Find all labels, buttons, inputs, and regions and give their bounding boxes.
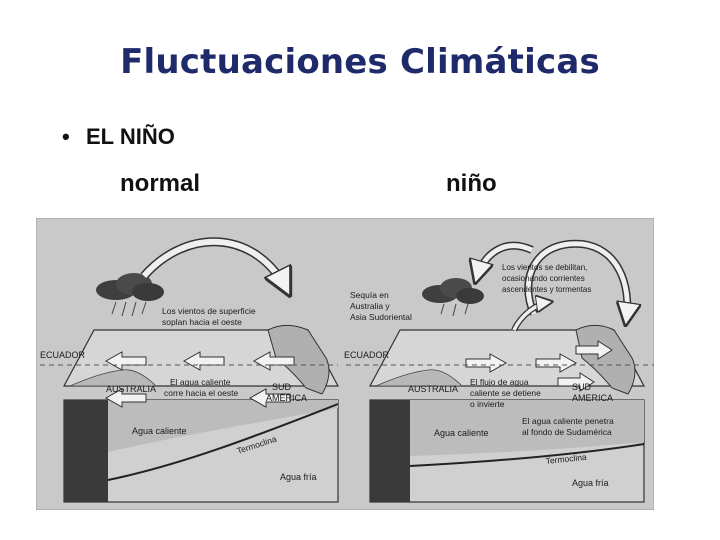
normal-america-label: AMERICA — [266, 393, 307, 403]
nino-penetrates-label-2: al fondo de Sudamérica — [522, 427, 612, 437]
normal-cloud-icon — [96, 273, 164, 317]
nino-flow-label-3: o invierte — [470, 399, 505, 409]
slide-title: Fluctuaciones Climáticas — [120, 42, 600, 82]
nino-drought-label-2: Australia y — [350, 301, 390, 311]
nino-cold-water-label: Agua fría — [572, 478, 609, 488]
nino-penetrates-label-1: El agua caliente penetra — [522, 416, 614, 426]
normal-winds-label-2: soplan hacia el oeste — [162, 317, 242, 327]
nino-australia-label: AUSTRALIA — [408, 384, 458, 394]
bullet-item: • EL NIÑO — [62, 124, 175, 150]
nino-winds-label-1: Los vientos se debilitan, — [502, 263, 587, 272]
normal-westward-arrows — [104, 351, 295, 408]
normal-sud-label: SUD — [272, 382, 292, 392]
normal-australia-label: AUSTRALIA — [106, 384, 156, 394]
nino-thermocline-label: Termoclina — [545, 452, 587, 466]
nino-drought-label-1: Sequía en — [350, 290, 389, 300]
normal-winds-label-1: Los vientos de superficie — [162, 306, 256, 316]
nino-sud-label: SUD — [572, 382, 592, 392]
nino-cloud-icon — [422, 278, 484, 317]
nino-drought-label-3: Asia Sudoriental — [350, 312, 412, 322]
nino-flow-label-1: El flujo de agua — [470, 377, 529, 387]
normal-cold-water-label: Agua fría — [280, 472, 317, 482]
nino-thermocline-line — [409, 443, 645, 467]
nino-winds-label-2: ocasionando corrientes — [502, 274, 585, 283]
normal-south-america-land — [267, 324, 330, 395]
bullet-dot-icon: • — [62, 124, 70, 149]
nino-eastward-arrows — [465, 340, 613, 392]
nino-west-block — [370, 400, 410, 502]
nino-warm-water-label: Agua caliente — [434, 428, 489, 438]
nino-america-label: AMERICA — [572, 393, 613, 403]
label-nino: niño — [446, 170, 497, 197]
normal-warmflow-label-1: El agua caliente — [170, 377, 231, 387]
panel-normal: ECUADOR AUSTRALIA SUD AMERICA Los viento… — [40, 237, 340, 503]
label-normal: normal — [120, 170, 201, 197]
nino-ecuador-label: ECUADOR — [344, 350, 390, 360]
nino-flow-label-2: caliente se detiene — [470, 388, 541, 398]
panel-nino: ECUADOR AUSTRALIA SUD AMERICA Sequía en … — [344, 239, 654, 503]
el-nino-figure: ECUADOR AUSTRALIA SUD AMERICA Los viento… — [36, 218, 654, 510]
normal-warmflow-label-2: corre hacia el oeste — [164, 388, 238, 398]
nino-south-america-land — [575, 324, 636, 395]
normal-west-block — [64, 400, 108, 502]
normal-ecuador-label: ECUADOR — [40, 350, 86, 360]
nino-winds-label-3: ascendentes y tormentas — [502, 285, 591, 294]
normal-thermocline-line — [107, 403, 339, 481]
bullet-text: EL NIÑO — [86, 124, 175, 149]
normal-warm-water-label: Agua caliente — [132, 426, 187, 436]
